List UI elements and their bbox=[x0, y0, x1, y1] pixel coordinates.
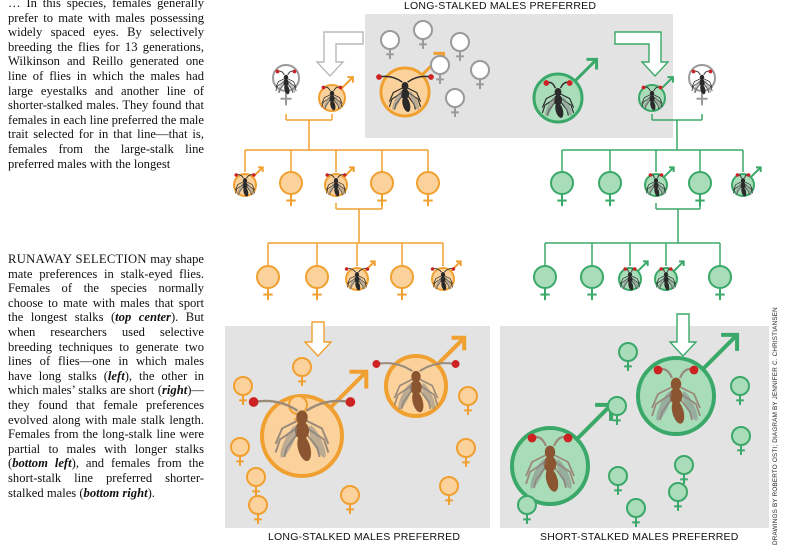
female-symbol bbox=[390, 265, 414, 301]
body-paragraph: … In this species, females generally pre… bbox=[8, 0, 204, 171]
stalk-eyed-fly bbox=[525, 433, 575, 492]
caption-part: ), and females from the short-stalk line… bbox=[8, 456, 204, 500]
female-symbol bbox=[450, 32, 470, 61]
female-symbol bbox=[618, 342, 638, 371]
female-symbol bbox=[292, 357, 312, 386]
female-symbol bbox=[305, 265, 329, 301]
downward-flow-arrow bbox=[668, 313, 698, 358]
stalk-eyed-fly bbox=[325, 173, 347, 197]
female-symbol bbox=[708, 265, 732, 301]
caption-emphasis: bottom left bbox=[12, 456, 72, 471]
stalk-eyed-fly bbox=[430, 267, 456, 291]
bottom-right-label: SHORT-STALKED MALES PREFERRED bbox=[540, 531, 739, 543]
female-symbol bbox=[279, 171, 303, 207]
stalk-eyed-fly bbox=[372, 360, 460, 413]
female-symbol bbox=[533, 265, 557, 301]
female-symbol bbox=[607, 396, 627, 425]
female-symbol bbox=[598, 171, 622, 207]
stalk-eyed-fly bbox=[641, 85, 663, 111]
figure-caption: RUNAWAY SELECTION may shape mate prefere… bbox=[8, 252, 204, 500]
flies bbox=[234, 69, 753, 492]
stalk-eyed-fly bbox=[344, 267, 370, 291]
caption-part: may shape mate preferences in stalk-eyed… bbox=[8, 252, 204, 325]
stalk-eyed-fly bbox=[248, 397, 356, 462]
female-symbol bbox=[340, 485, 360, 514]
female-symbol bbox=[413, 20, 433, 49]
female-symbol bbox=[517, 495, 537, 524]
female-symbol bbox=[730, 376, 750, 405]
female-symbol bbox=[608, 466, 628, 495]
stalk-eyed-fly bbox=[234, 173, 256, 197]
female-symbol bbox=[456, 438, 476, 467]
downward-flow-arrow bbox=[303, 321, 333, 358]
selection-flow-arrow bbox=[315, 31, 364, 78]
female-symbol bbox=[470, 60, 490, 89]
female-symbol bbox=[626, 498, 646, 527]
top-panel-label: LONG-STALKED MALES PREFERRED bbox=[404, 0, 597, 12]
female-symbol bbox=[248, 495, 268, 524]
stalk-eyed-fly bbox=[656, 267, 676, 291]
stalk-eyed-fly bbox=[646, 173, 666, 197]
female-symbol bbox=[674, 455, 694, 484]
female-symbol bbox=[230, 437, 250, 466]
illustration-credit: DRAWINGS BY ROBERTO OSTI; DIAGRAM BY JEN… bbox=[772, 307, 779, 545]
caption-emphasis: bottom right bbox=[83, 485, 148, 500]
caption-part: ). bbox=[147, 485, 155, 500]
flow-arrows bbox=[303, 31, 698, 358]
female-symbol bbox=[580, 265, 604, 301]
stalk-eyed-fly bbox=[321, 85, 343, 111]
female-symbol bbox=[439, 476, 459, 505]
female-symbol bbox=[416, 171, 440, 207]
female-symbol bbox=[256, 265, 280, 301]
female-symbol bbox=[668, 482, 688, 511]
female-symbol bbox=[370, 171, 394, 207]
pedigree-bracket bbox=[544, 203, 721, 266]
caption-emphasis: top center bbox=[115, 310, 171, 325]
pedigree-lines bbox=[244, 114, 744, 266]
bottom-left-label: LONG-STALKED MALES PREFERRED bbox=[268, 531, 461, 543]
caption-emphasis: left bbox=[107, 368, 125, 383]
caption-part: ), the other in which males’ stalks are … bbox=[8, 368, 204, 398]
caption-part: )—they found that female preferences evo… bbox=[8, 383, 204, 471]
caption-emphasis: right bbox=[162, 383, 188, 398]
female-symbol bbox=[458, 386, 478, 415]
female-symbol bbox=[731, 426, 751, 455]
stalk-eyed-fly bbox=[541, 80, 575, 118]
female-symbol bbox=[688, 171, 712, 207]
female-symbol bbox=[430, 55, 450, 84]
female-symbol bbox=[380, 30, 400, 59]
stalk-eyed-fly bbox=[651, 365, 701, 424]
stalk-eyed-fly bbox=[275, 69, 297, 95]
stalk-eyed-fly bbox=[733, 173, 753, 197]
caption-part: ). But when researchers used selective b… bbox=[8, 310, 204, 383]
pedigree-bracket bbox=[244, 114, 429, 172]
stalk-eyed-fly bbox=[376, 74, 434, 112]
caption-lead: RUNAWAY SELECTION bbox=[8, 252, 147, 266]
pedigree-bracket bbox=[267, 203, 444, 266]
selection-flow-arrow bbox=[614, 31, 670, 78]
stalk-eyed-fly bbox=[691, 69, 713, 95]
female-symbol bbox=[233, 376, 253, 405]
female-symbol bbox=[445, 88, 465, 117]
female-symbol bbox=[246, 467, 266, 496]
female-symbol bbox=[550, 171, 574, 207]
stalk-eyed-fly bbox=[620, 267, 640, 291]
pedigree-bracket bbox=[561, 114, 744, 172]
